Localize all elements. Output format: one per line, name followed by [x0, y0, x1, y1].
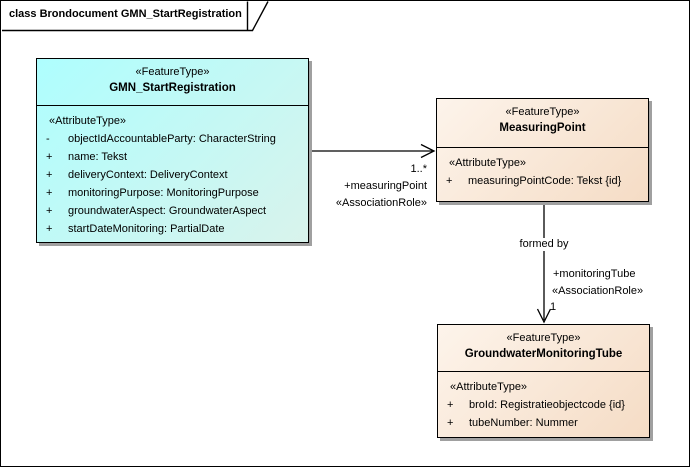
attribute-row[interactable]: + broId: Registratieobjectcode {id}: [438, 396, 649, 414]
attribute-row[interactable]: + startDateMonitoring: PartialDate: [37, 220, 308, 238]
class-stereotype: «FeatureType»: [135, 66, 210, 78]
open-arrowhead-icon: [536, 308, 552, 324]
attribute-text: measuringPointCode: Tekst {id}: [468, 174, 622, 187]
attribute-row[interactable]: + name: Tekst: [37, 148, 308, 166]
class-header: «FeatureType» MeasuringPoint: [437, 99, 648, 148]
class-name: GMN_StartRegistration: [109, 82, 236, 94]
attribute-row[interactable]: + deliveryContext: DeliveryContext: [37, 166, 308, 184]
attribute-text: name: Tekst: [68, 150, 128, 163]
attribute-text: broId: Registratieobjectcode {id}: [469, 398, 625, 411]
multiplicity-label: 1..*: [410, 163, 427, 175]
visibility-sign: +: [46, 222, 53, 235]
attribute-row[interactable]: + tubeNumber: Nummer: [438, 414, 649, 432]
attribute-text: startDateMonitoring: PartialDate: [68, 222, 225, 235]
attributes-compartment: «AttributeType» - objectIdAccountablePar…: [37, 106, 308, 243]
visibility-sign: +: [46, 168, 53, 181]
attribute-type-label: «AttributeType»: [49, 114, 127, 127]
class-stereotype: «FeatureType»: [505, 106, 580, 118]
attribute-text: groundwaterAspect: GroundwaterAspect: [68, 204, 267, 217]
class-stereotype: «FeatureType»: [506, 332, 581, 344]
open-arrowhead-icon: [420, 143, 436, 159]
class-box-gmn-startregistration[interactable]: «FeatureType» GMN_StartRegistration «Att…: [36, 58, 309, 243]
class-box-groundwatermonitoringtube[interactable]: «FeatureType» GroundwaterMonitoringTube …: [437, 324, 650, 438]
association-name-label: formed by: [516, 238, 572, 251]
attribute-row[interactable]: + groundwaterAspect: GroundwaterAspect: [37, 202, 308, 220]
attribute-row[interactable]: - objectIdAccountableParty: CharacterStr…: [37, 130, 308, 148]
class-name: GroundwaterMonitoringTube: [464, 348, 623, 360]
attribute-text: objectIdAccountableParty: CharacterStrin…: [68, 132, 276, 145]
visibility-sign: +: [46, 186, 53, 199]
visibility-sign: +: [446, 174, 453, 187]
class-box-measuringpoint[interactable]: «FeatureType» MeasuringPoint «AttributeT…: [436, 98, 649, 202]
attribute-row[interactable]: + monitoringPurpose: MonitoringPurpose: [37, 184, 308, 202]
visibility-sign: +: [46, 150, 53, 163]
visibility-sign: +: [447, 398, 454, 411]
attribute-text: deliveryContext: DeliveryContext: [68, 168, 228, 181]
frame-title: class Brondocument GMN_StartRegistration: [9, 8, 242, 20]
attribute-type-label: «AttributeType»: [450, 380, 528, 393]
visibility-sign: -: [46, 132, 50, 145]
multiplicity-label: 1: [550, 301, 557, 313]
association-stereotype-label: «AssociationRole»: [552, 285, 644, 297]
attributes-compartment: «AttributeType» + measuringPointCode: Te…: [437, 148, 648, 202]
class-name: MeasuringPoint: [499, 122, 586, 134]
visibility-sign: +: [46, 204, 53, 217]
association-monitoring-tube[interactable]: [536, 203, 552, 324]
attribute-text: monitoringPurpose: MonitoringPurpose: [68, 186, 259, 199]
attribute-row[interactable]: + measuringPointCode: Tekst {id}: [437, 172, 648, 190]
attribute-type-label: «AttributeType»: [449, 156, 527, 169]
association-measuring-point[interactable]: [309, 143, 436, 159]
role-label: +measuringPoint: [344, 180, 427, 192]
association-stereotype-label: «AssociationRole»: [335, 197, 427, 209]
class-header: «FeatureType» GroundwaterMonitoringTube: [438, 325, 649, 372]
class-header: «FeatureType» GMN_StartRegistration: [37, 59, 308, 106]
attributes-compartment: «AttributeType» + broId: Registratieobje…: [438, 372, 649, 438]
visibility-sign: +: [447, 416, 454, 429]
attribute-text: tubeNumber: Nummer: [469, 416, 578, 429]
role-label: +monitoringTube: [553, 268, 636, 280]
